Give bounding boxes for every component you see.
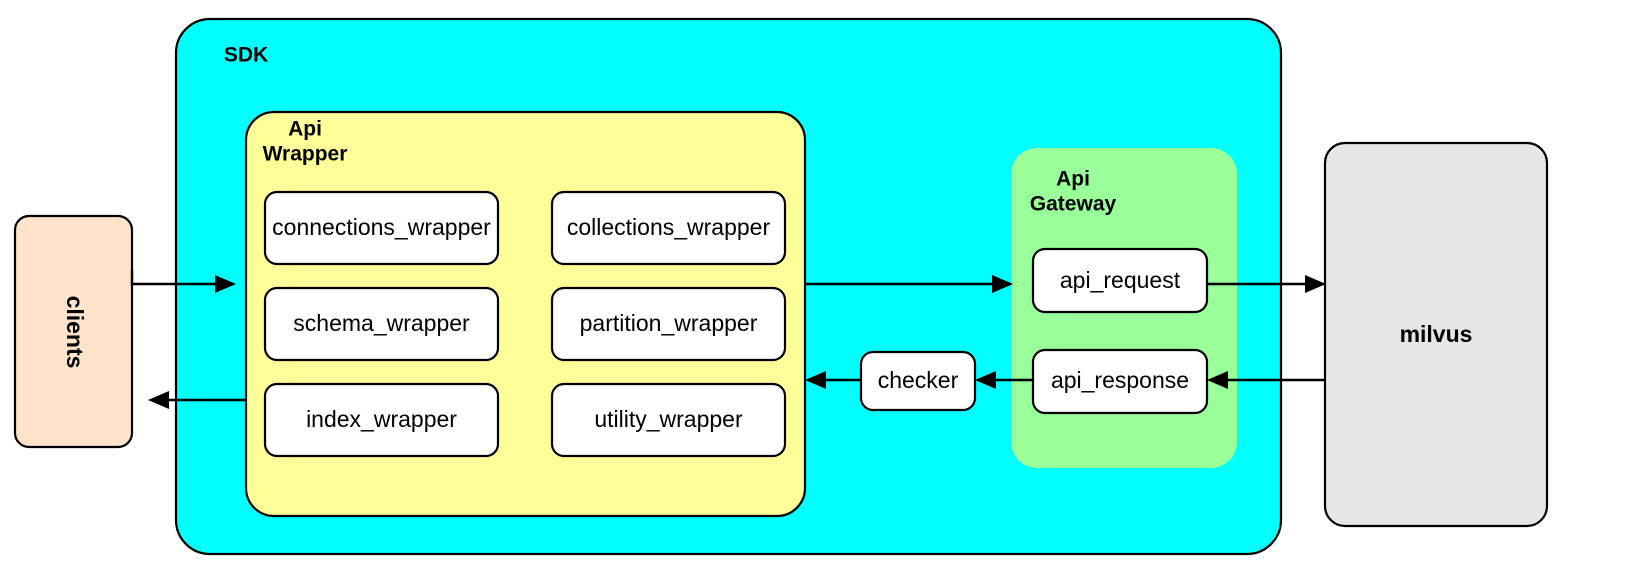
api-gateway-label-line2: Gateway (1030, 193, 1117, 216)
utility-wrapper-shape (550, 382, 787, 458)
node-clients[interactable]: clients (13, 214, 134, 449)
api-response-shape (1031, 348, 1209, 415)
edge-api-wrapper-to-clients (148, 391, 246, 409)
clients-label: clients (62, 296, 88, 369)
api-gateway-label-line1: Api (1056, 168, 1090, 191)
edge-api-response-to-checker (975, 371, 1033, 389)
milvus-label: milvus (1400, 321, 1473, 347)
arrow-head-right (992, 275, 1013, 293)
wrapper-node-connections-wrapper[interactable]: connections_wrapper (263, 190, 500, 266)
checker-label: checker (878, 367, 959, 393)
connections-wrapper-shape (263, 190, 500, 266)
wrapper-node-utility-wrapper[interactable]: utility_wrapper (550, 382, 787, 458)
arrow-head-left (805, 371, 826, 389)
partition-wrapper-shape (550, 286, 787, 362)
edge-milvus-to-api-response (1207, 371, 1325, 389)
edge-checker-to-api-wrapper (805, 371, 861, 389)
api-wrapper-label-line1: Api (288, 118, 322, 141)
arrow-head-right (215, 275, 236, 293)
collections-wrapper-label: collections_wrapper (567, 214, 771, 240)
arrow-head-left (148, 391, 169, 409)
wrapper-node-partition-wrapper[interactable]: partition_wrapper (550, 286, 787, 362)
partition-wrapper-label: partition_wrapper (580, 310, 758, 336)
index-wrapper-label: index_wrapper (306, 406, 457, 432)
wrapper-node-schema-wrapper[interactable]: schema_wrapper (263, 286, 500, 362)
clients-shape (13, 214, 134, 449)
utility-wrapper-label: utility_wrapper (594, 406, 743, 432)
gateway-node-api-response[interactable]: api_response (1031, 348, 1209, 415)
index-wrapper-shape (263, 382, 500, 458)
api-wrapper-label-line2: Wrapper (263, 143, 348, 166)
milvus-shape (1323, 141, 1549, 528)
api-request-shape (1031, 247, 1209, 314)
api-request-label: api_request (1060, 267, 1181, 293)
edge-clients-to-api-wrapper (130, 271, 236, 293)
collections-wrapper-shape (550, 190, 787, 266)
connections-wrapper-label: connections_wrapper (272, 214, 491, 240)
node-milvus[interactable]: milvus (1323, 141, 1549, 528)
wrapper-node-index-wrapper[interactable]: index_wrapper (263, 382, 500, 458)
sdk-label: SDK (224, 44, 268, 67)
gateway-node-api-request[interactable]: api_request (1031, 247, 1209, 314)
schema-wrapper-label: schema_wrapper (293, 310, 470, 336)
arrow-head-right (1305, 275, 1326, 293)
node-checker[interactable]: checker (859, 350, 977, 412)
edge-api-wrapper-to-api-gateway (805, 275, 1013, 293)
arrow-head-left (975, 371, 996, 389)
edge-api-request-to-milvus (1207, 275, 1326, 293)
schema-wrapper-shape (263, 286, 500, 362)
arrow-head-left (1207, 371, 1228, 389)
wrapper-node-collections-wrapper[interactable]: collections_wrapper (550, 190, 787, 266)
api-response-label: api_response (1051, 367, 1189, 393)
